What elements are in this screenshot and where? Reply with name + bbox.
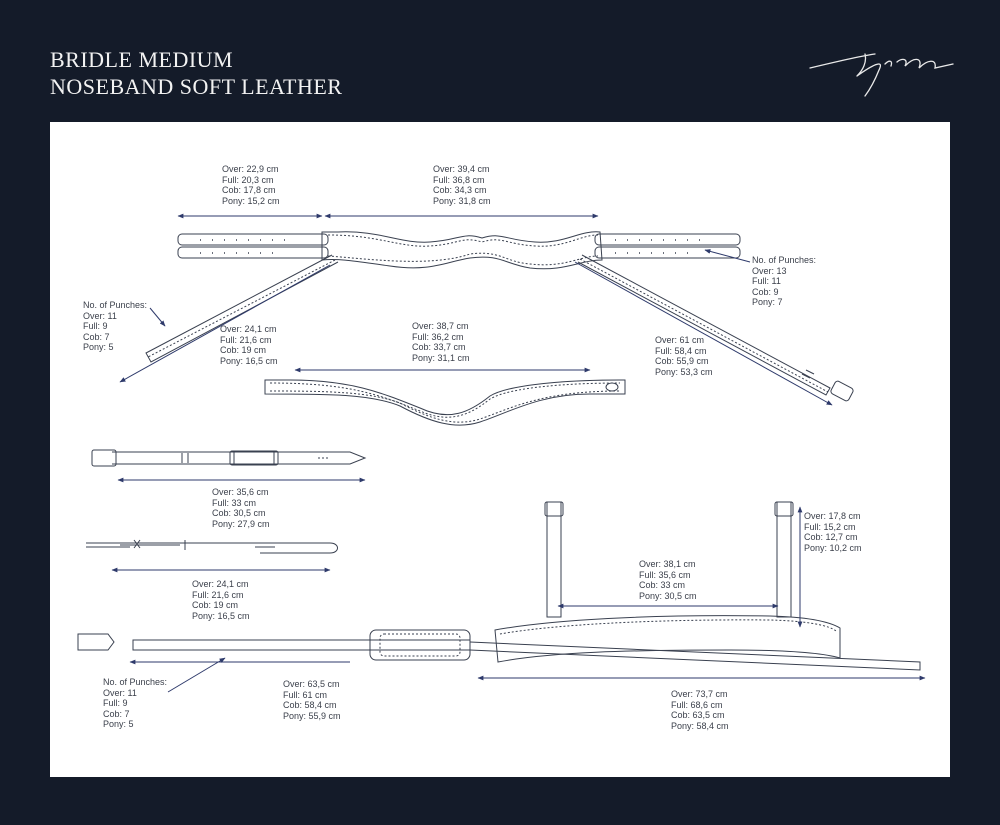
- dim-line: Pony: 27,9 cm: [212, 518, 270, 529]
- cavesson-noseband: [132, 615, 921, 671]
- strap-tip: [77, 633, 115, 651]
- buckle-strap: [91, 449, 367, 467]
- title-line-1: BRIDLE MEDIUM: [50, 47, 234, 72]
- left-cheek-strap: [145, 254, 339, 363]
- dim-line: Pony: 31,1 cm: [412, 352, 470, 363]
- dim-line: Full: 11: [752, 276, 781, 286]
- dim-line: Over: 61 cm: [655, 335, 705, 345]
- dim-line: Cob: 34,3 cm: [433, 185, 487, 195]
- dim-line: Over: 11: [103, 687, 137, 698]
- dim-line: Pony: 10,2 cm: [804, 542, 862, 553]
- nose-full-dimensions: Over: 73,7 cm Full: 68,6 cm Cob: 63,5 cm…: [671, 689, 729, 731]
- dim-line: Full: 9: [103, 698, 128, 708]
- cheek-right-dimensions: Over: 61 cm Full: 58,4 cm Cob: 55,9 cm P…: [655, 335, 713, 377]
- dim-line: Pony: 55,9 cm: [283, 710, 341, 721]
- crown-center-dimensions: Over: 39,4 cm Full: 36,8 cm Cob: 34,3 cm…: [433, 164, 491, 206]
- dim-line: Cob: 7: [103, 708, 130, 719]
- dim-line: Pony: 30,5 cm: [639, 590, 697, 601]
- dim-line: Cob: 58,4 cm: [283, 700, 337, 710]
- dim-line: No. of Punches:: [103, 677, 168, 687]
- browband-dimensions: Over: 38,7 cm Full: 36,2 cm Cob: 33,7 cm…: [412, 321, 470, 363]
- dim-line: Full: 20,3 cm: [222, 174, 274, 185]
- dim-line: Full: 58,4 cm: [655, 345, 707, 356]
- dim-line: Cob: 63,5 cm: [671, 710, 725, 720]
- dim-line: No. of Punches:: [83, 300, 148, 310]
- dim-line: Over: 73,7 cm: [671, 689, 728, 699]
- dim-line: Pony: 31,8 cm: [433, 195, 491, 206]
- browband: [264, 379, 626, 426]
- page-title: BRIDLE MEDIUM NOSEBAND SOFT LEATHER: [50, 46, 342, 100]
- dim-line: Over: 38,7 cm: [412, 321, 469, 331]
- dimension-arrows: [111, 213, 926, 681]
- headpiece-holes: [200, 239, 700, 254]
- dim-line: Pony: 53,3 cm: [655, 366, 713, 377]
- dim-line: Pony: 16,5 cm: [220, 355, 278, 366]
- hook-strap-dimensions: Over: 24,1 cm Full: 21,6 cm Cob: 19 cm P…: [192, 579, 250, 621]
- dim-line: Cob: 7: [83, 331, 110, 342]
- dim-line: Over: 39,4 cm: [433, 164, 490, 174]
- dim-line: Cob: 17,8 cm: [222, 185, 276, 195]
- dim-line: Full: 61 cm: [283, 689, 328, 700]
- dim-line: Pony: 15,2 cm: [222, 195, 280, 206]
- dim-line: Cob: 12,7 cm: [804, 532, 858, 542]
- buckle-strap-dimensions: Over: 35,6 cm Full: 33 cm Cob: 30,5 cm P…: [212, 487, 270, 529]
- nose-strap-dimensions: Over: 63,5 cm Full: 61 cm Cob: 58,4 cm P…: [283, 679, 341, 721]
- dim-line: Over: 13: [752, 265, 787, 276]
- dim-line: Pony: 5: [103, 719, 134, 729]
- dim-line: Full: 15,2 cm: [804, 521, 856, 532]
- dim-line: Over: 11: [83, 310, 117, 321]
- dim-line: Over: 24,1 cm: [192, 579, 249, 589]
- dim-line: Over: 17,8 cm: [804, 511, 861, 521]
- nose-sides-dimensions: Over: 17,8 cm Full: 15,2 cm Cob: 12,7 cm…: [804, 511, 862, 553]
- title-line-2: NOSEBAND SOFT LEATHER: [50, 74, 343, 99]
- dim-line: Over: 35,6 cm: [212, 487, 269, 497]
- dim-line: Pony: 7: [752, 297, 783, 307]
- dim-line: Full: 35,6 cm: [639, 569, 691, 580]
- bottom-punches-note: No. of Punches: Over: 11 Full: 9 Cob: 7 …: [103, 677, 167, 730]
- dim-line: Full: 36,2 cm: [412, 331, 464, 342]
- dim-line: Over: 22,9 cm: [222, 164, 279, 174]
- dim-line: Cob: 9: [752, 286, 779, 297]
- dim-line: Pony: 16,5 cm: [192, 610, 250, 621]
- cheek-left-dimensions: Over: 24,1 cm Full: 21,6 cm Cob: 19 cm P…: [220, 324, 278, 366]
- right-punches-note: No. of Punches: Over: 13 Full: 11 Cob: 9…: [752, 255, 816, 308]
- dim-line: Full: 36,8 cm: [433, 174, 485, 185]
- dim-line: Full: 9: [83, 321, 108, 331]
- dim-line: Pony: 58,4 cm: [671, 720, 729, 731]
- crown-left-dimensions: Over: 22,9 cm Full: 20,3 cm Cob: 17,8 cm…: [222, 164, 280, 206]
- right-cheek-strap: [577, 254, 854, 402]
- dim-line: Full: 33 cm: [212, 497, 257, 508]
- dim-line: Over: 24,1 cm: [220, 324, 277, 334]
- dim-line: Cob: 19 cm: [192, 600, 239, 610]
- dim-line: Cob: 33,7 cm: [412, 342, 466, 352]
- dim-line: Full: 21,6 cm: [220, 334, 272, 345]
- hook-strap: [86, 539, 338, 554]
- bridle-drawing: [77, 213, 926, 693]
- dim-line: No. of Punches:: [752, 255, 817, 265]
- dim-line: Full: 68,6 cm: [671, 699, 723, 710]
- nose-top-dimensions: Over: 38,1 cm Full: 35,6 cm Cob: 33 cm P…: [639, 559, 697, 601]
- dim-line: Pony: 5: [83, 342, 114, 352]
- dim-line: Over: 38,1 cm: [639, 559, 696, 569]
- dim-line: Cob: 19 cm: [220, 345, 267, 355]
- headpiece: [177, 231, 741, 270]
- dim-line: Cob: 30,5 cm: [212, 508, 266, 518]
- diagram-panel: Over: 22,9 cm Full: 20,3 cm Cob: 17,8 cm…: [50, 122, 950, 777]
- left-punches-note: No. of Punches: Over: 11 Full: 9 Cob: 7 …: [83, 300, 147, 353]
- dim-line: Full: 21,6 cm: [192, 589, 244, 600]
- dim-line: Cob: 33 cm: [639, 580, 686, 590]
- dim-line: Over: 63,5 cm: [283, 679, 340, 689]
- dyon-signature-logo: [809, 53, 954, 97]
- pointer-arrows: [119, 249, 833, 693]
- dim-line: Cob: 55,9 cm: [655, 356, 709, 366]
